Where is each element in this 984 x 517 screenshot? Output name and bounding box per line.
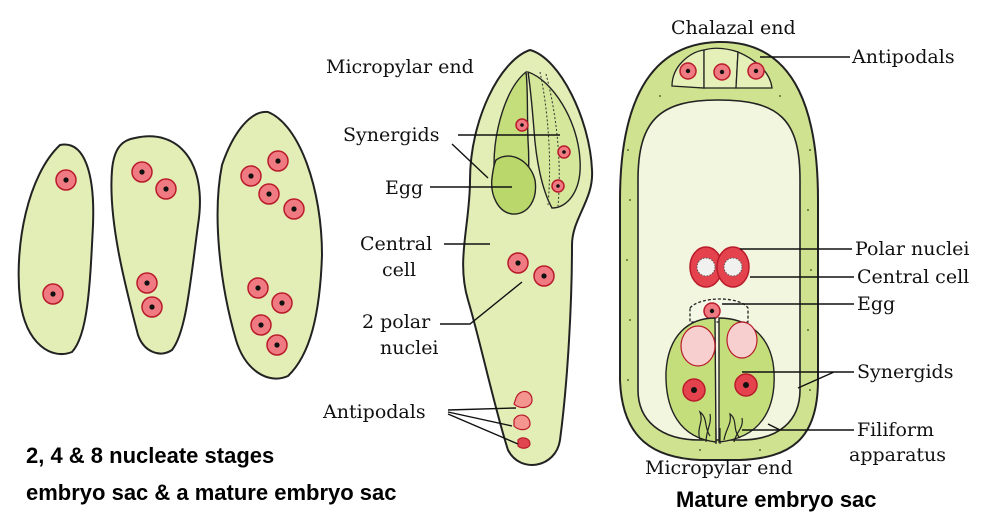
four-nucleate-sac xyxy=(110,135,201,355)
polar-nuclei-label: 2 polar xyxy=(362,311,431,333)
eight-nucleate-stage xyxy=(216,110,324,380)
egg-label: Egg xyxy=(385,177,423,199)
nucleus xyxy=(283,198,305,220)
nucleus xyxy=(55,169,77,191)
micropylar-end-label: Micropylar end xyxy=(326,56,474,78)
four-nucleate-stage xyxy=(110,135,201,355)
central-cell-label-line2: cell xyxy=(382,259,416,281)
nucleus xyxy=(141,296,163,318)
synergids-label: Synergids xyxy=(343,124,439,146)
polar-nucleus xyxy=(507,252,529,274)
egg-right-label: Egg xyxy=(857,293,895,315)
nucleus xyxy=(271,292,293,314)
antipodals-leader xyxy=(447,407,519,445)
nucleus xyxy=(247,277,269,299)
micropylar-end-right-label: Micropylar end xyxy=(645,457,793,479)
wall-texture xyxy=(626,95,812,451)
polar-nucleus xyxy=(716,246,750,288)
synergids-right-leader xyxy=(742,371,854,389)
filiform-streak xyxy=(539,71,551,206)
synergids-right-label: Synergids xyxy=(857,361,953,383)
antipodal-nucleus xyxy=(747,62,765,80)
synergid-nucleus xyxy=(682,378,706,402)
filiform-label-line2: apparatus xyxy=(849,444,946,466)
antipodal-cell xyxy=(513,390,533,409)
central-cell-right-label: Central cell xyxy=(857,266,969,288)
antipodal-nucleus xyxy=(713,63,731,81)
filiform-leader xyxy=(742,423,854,431)
nucleus xyxy=(266,334,288,356)
polar-nucleus xyxy=(533,265,555,287)
two-nucleate-sac xyxy=(17,143,95,355)
polar-nuclei-right-label: Polar nuclei xyxy=(855,238,970,260)
antipodal-nucleus xyxy=(679,62,697,80)
egg-nucleus xyxy=(703,302,721,320)
polar-nuclei-label-line2: nuclei xyxy=(380,337,439,359)
synergid-nucleus xyxy=(734,373,758,397)
nucleus xyxy=(240,165,262,187)
synergid-vacuole xyxy=(680,325,716,367)
two-nucleate-stage xyxy=(17,143,95,355)
nucleus xyxy=(136,272,158,294)
antipodals-label: Antipodals xyxy=(322,401,426,423)
synergid-vacuole xyxy=(726,321,758,359)
nucleus xyxy=(155,178,177,200)
synergid-nucleus xyxy=(515,118,529,132)
nucleus xyxy=(267,150,289,172)
antipodal-cell xyxy=(517,437,531,449)
synergid-nucleus xyxy=(557,145,571,159)
mature-caption: Mature embryo sac xyxy=(676,487,877,512)
mature-embryo-sac xyxy=(619,40,819,461)
middle-embryo-sac xyxy=(462,48,594,466)
nucleus xyxy=(42,283,64,305)
central-cell-label: Central xyxy=(360,233,432,255)
nucleus xyxy=(131,161,153,183)
egg-cell xyxy=(491,155,537,215)
filiform-apparatus xyxy=(698,410,743,444)
nucleus xyxy=(258,183,280,205)
polar-nuclei-leader xyxy=(440,281,523,325)
right-antipodals-label: Antipodals xyxy=(851,46,955,68)
stages-caption-line1: 2, 4 & 8 nucleate stages xyxy=(26,443,274,468)
synergid-right xyxy=(527,70,581,209)
chalazal-end-label: Chalazal end xyxy=(671,17,796,39)
antipodal-cell xyxy=(513,414,531,431)
stages-caption-line2: embryo sac & a mature embryo sac xyxy=(26,480,397,505)
egg-nucleus xyxy=(551,179,565,193)
filiform-label: Filiform xyxy=(857,419,934,441)
nucleus xyxy=(250,314,272,336)
synergids-leader xyxy=(451,143,489,179)
